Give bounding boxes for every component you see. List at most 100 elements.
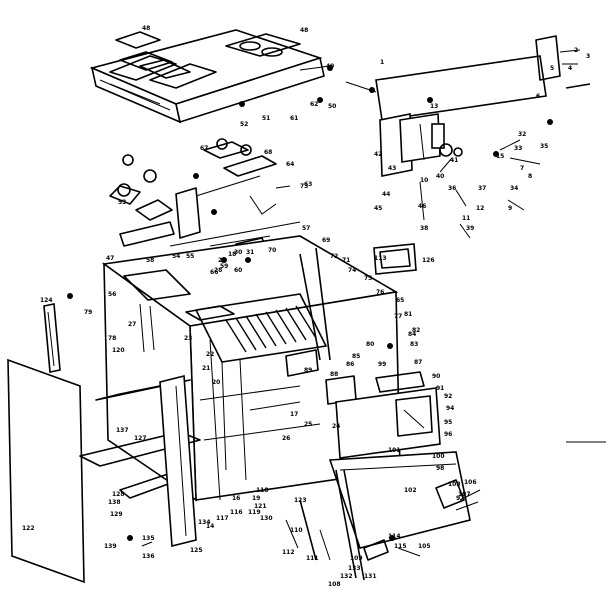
callout-cooktop-panel: 49 [326, 63, 334, 70]
callout-burner-i: 123 [294, 497, 307, 504]
callout-wire-h: 23 [184, 335, 192, 342]
callout-misc-o: 106 [464, 479, 477, 486]
callout-misc-b: 4 [568, 65, 572, 72]
callout-wire-z: 44 [382, 191, 390, 198]
left-side-panel [7, 303, 85, 584]
callout-misc-n: 27 [128, 321, 136, 328]
callout-misc-c: 5 [550, 65, 554, 72]
callout-pilot-e: 62 [310, 101, 318, 108]
fasteners [67, 65, 553, 541]
callout-rear-panel-f: 136 [142, 553, 155, 560]
callout-oven-vent: 87 [414, 359, 422, 366]
callout-wire-y: 43 [388, 165, 396, 172]
callout-wire-s: 37 [478, 185, 486, 192]
callout-wire-c: 17 [290, 411, 298, 418]
bottom-hardware [141, 469, 421, 581]
callout-pilot-o: 77 [394, 313, 402, 320]
callout-side-panel-left: 124 [40, 297, 53, 304]
callout-oven-liner: 65 [396, 297, 404, 304]
callout-wire-j: 25 [304, 421, 312, 428]
callout-burner-d: 116 [230, 509, 243, 516]
callout-broiler-drawer: 126 [422, 257, 435, 264]
cooktop-assembly [89, 29, 331, 124]
callout-pilot-m: 75 [364, 275, 372, 282]
callout-misc-s: 114 [388, 533, 401, 540]
callout-wire-b: 16 [232, 495, 240, 502]
callout-wire-i: 24 [332, 423, 340, 430]
callout-oven-door-f: 96 [444, 431, 452, 438]
callout-rear-panel: 131 [364, 573, 377, 580]
callout-pilot-q: 79 [84, 309, 92, 316]
callout-pilot-t: 85 [352, 353, 360, 360]
callout-wire-g: 22 [206, 351, 214, 358]
callout-pilot-s: 84 [408, 331, 416, 338]
callout-oven-door-a: 90 [432, 373, 440, 380]
callout-pilot-i: 69 [322, 237, 330, 244]
callout-misc-j: 12 [476, 205, 484, 212]
callout-wire-k: 26 [282, 435, 290, 442]
callout-pilot-n: 76 [376, 289, 384, 296]
callout-control-knob-a: 32 [518, 131, 526, 138]
callout-wire-ad: 53 [118, 199, 126, 206]
callout-top-burner-grate-left: 48 [142, 25, 150, 32]
callout-wire-a: 14 [206, 523, 214, 530]
callout-misc-i: 11 [462, 215, 470, 222]
callout-wire-af: 55 [186, 253, 194, 260]
callout-pilot-c: 60 [234, 267, 242, 274]
callout-front-frame-c: 102 [404, 487, 417, 494]
callout-misc-a: 1 [380, 59, 384, 66]
callout-pilot-u: 86 [346, 361, 354, 368]
callout-wire-ab: 46 [418, 203, 426, 210]
callout-misc-g: 9 [508, 205, 512, 212]
callout-wire-f: 21 [202, 365, 210, 372]
callout-wire-x: 42 [374, 151, 382, 158]
callout-backguard-end: 2 [574, 47, 578, 54]
callout-pilot-p: 78 [108, 335, 116, 342]
callout-rear-panel-g: 137 [116, 427, 129, 434]
callout-insulation-a: 127 [134, 435, 147, 442]
callout-wire-p: 33 [514, 145, 522, 152]
callout-backguard-bracket: 3 [586, 53, 590, 60]
callout-burner-b: 111 [306, 555, 319, 562]
callout-misc-e: 7 [520, 165, 524, 172]
callout-control-knob-b: 35 [540, 143, 548, 150]
callout-wire-ac: 47 [106, 255, 114, 262]
callout-wire-q: 34 [510, 185, 518, 192]
callout-pilot-b: 59 [220, 263, 228, 270]
callout-pilot-r: 80 [366, 341, 374, 348]
callout-pilot-w: 89 [304, 367, 312, 374]
callout-burner-c: 112 [282, 549, 295, 556]
callout-misc-l: 15 [496, 153, 504, 160]
callout-oven-liner-b: 81 [404, 311, 412, 318]
callout-misc-d: 6 [536, 93, 540, 100]
callout-oven-door-d: 94 [446, 405, 454, 412]
callout-wire-r: 36 [448, 185, 456, 192]
callout-burner-f: 118 [256, 487, 269, 494]
callout-pilot-h: 66 [210, 269, 218, 276]
callout-front-frame: 100 [432, 453, 445, 460]
callout-burner-e: 117 [216, 515, 229, 522]
callout-misc-h: 10 [420, 177, 428, 184]
callout-valve-left: 67 [200, 145, 208, 152]
callout-pilot-g: 64 [286, 161, 294, 168]
callout-wire-w: 41 [450, 157, 458, 164]
callout-pilot-v: 88 [330, 371, 338, 378]
callout-misc-r: 109 [350, 555, 363, 562]
callout-wire-u: 39 [466, 225, 474, 232]
callout-insulation-b: 128 [112, 491, 125, 498]
callout-wire-o: 31 [246, 249, 254, 256]
callout-wire-aa: 45 [374, 205, 382, 212]
callout-wire-e: 20 [212, 379, 220, 386]
callout-pilot-k: 72 [330, 253, 338, 260]
backguard-assembly [345, 35, 591, 239]
callout-manifold-bracket: 73 [300, 183, 308, 190]
callout-oven-rack-b: 83 [410, 341, 418, 348]
callout-pilot-d: 61 [290, 115, 298, 122]
callout-pilot-j: 71 [342, 257, 350, 264]
callout-front-frame-b: 101 [388, 447, 401, 454]
callout-rear-panel-b: 132 [340, 573, 353, 580]
callout-oven-door-b: 91 [436, 385, 444, 392]
callout-burner-k: 130 [260, 515, 273, 522]
insulation-assembly [79, 303, 221, 548]
